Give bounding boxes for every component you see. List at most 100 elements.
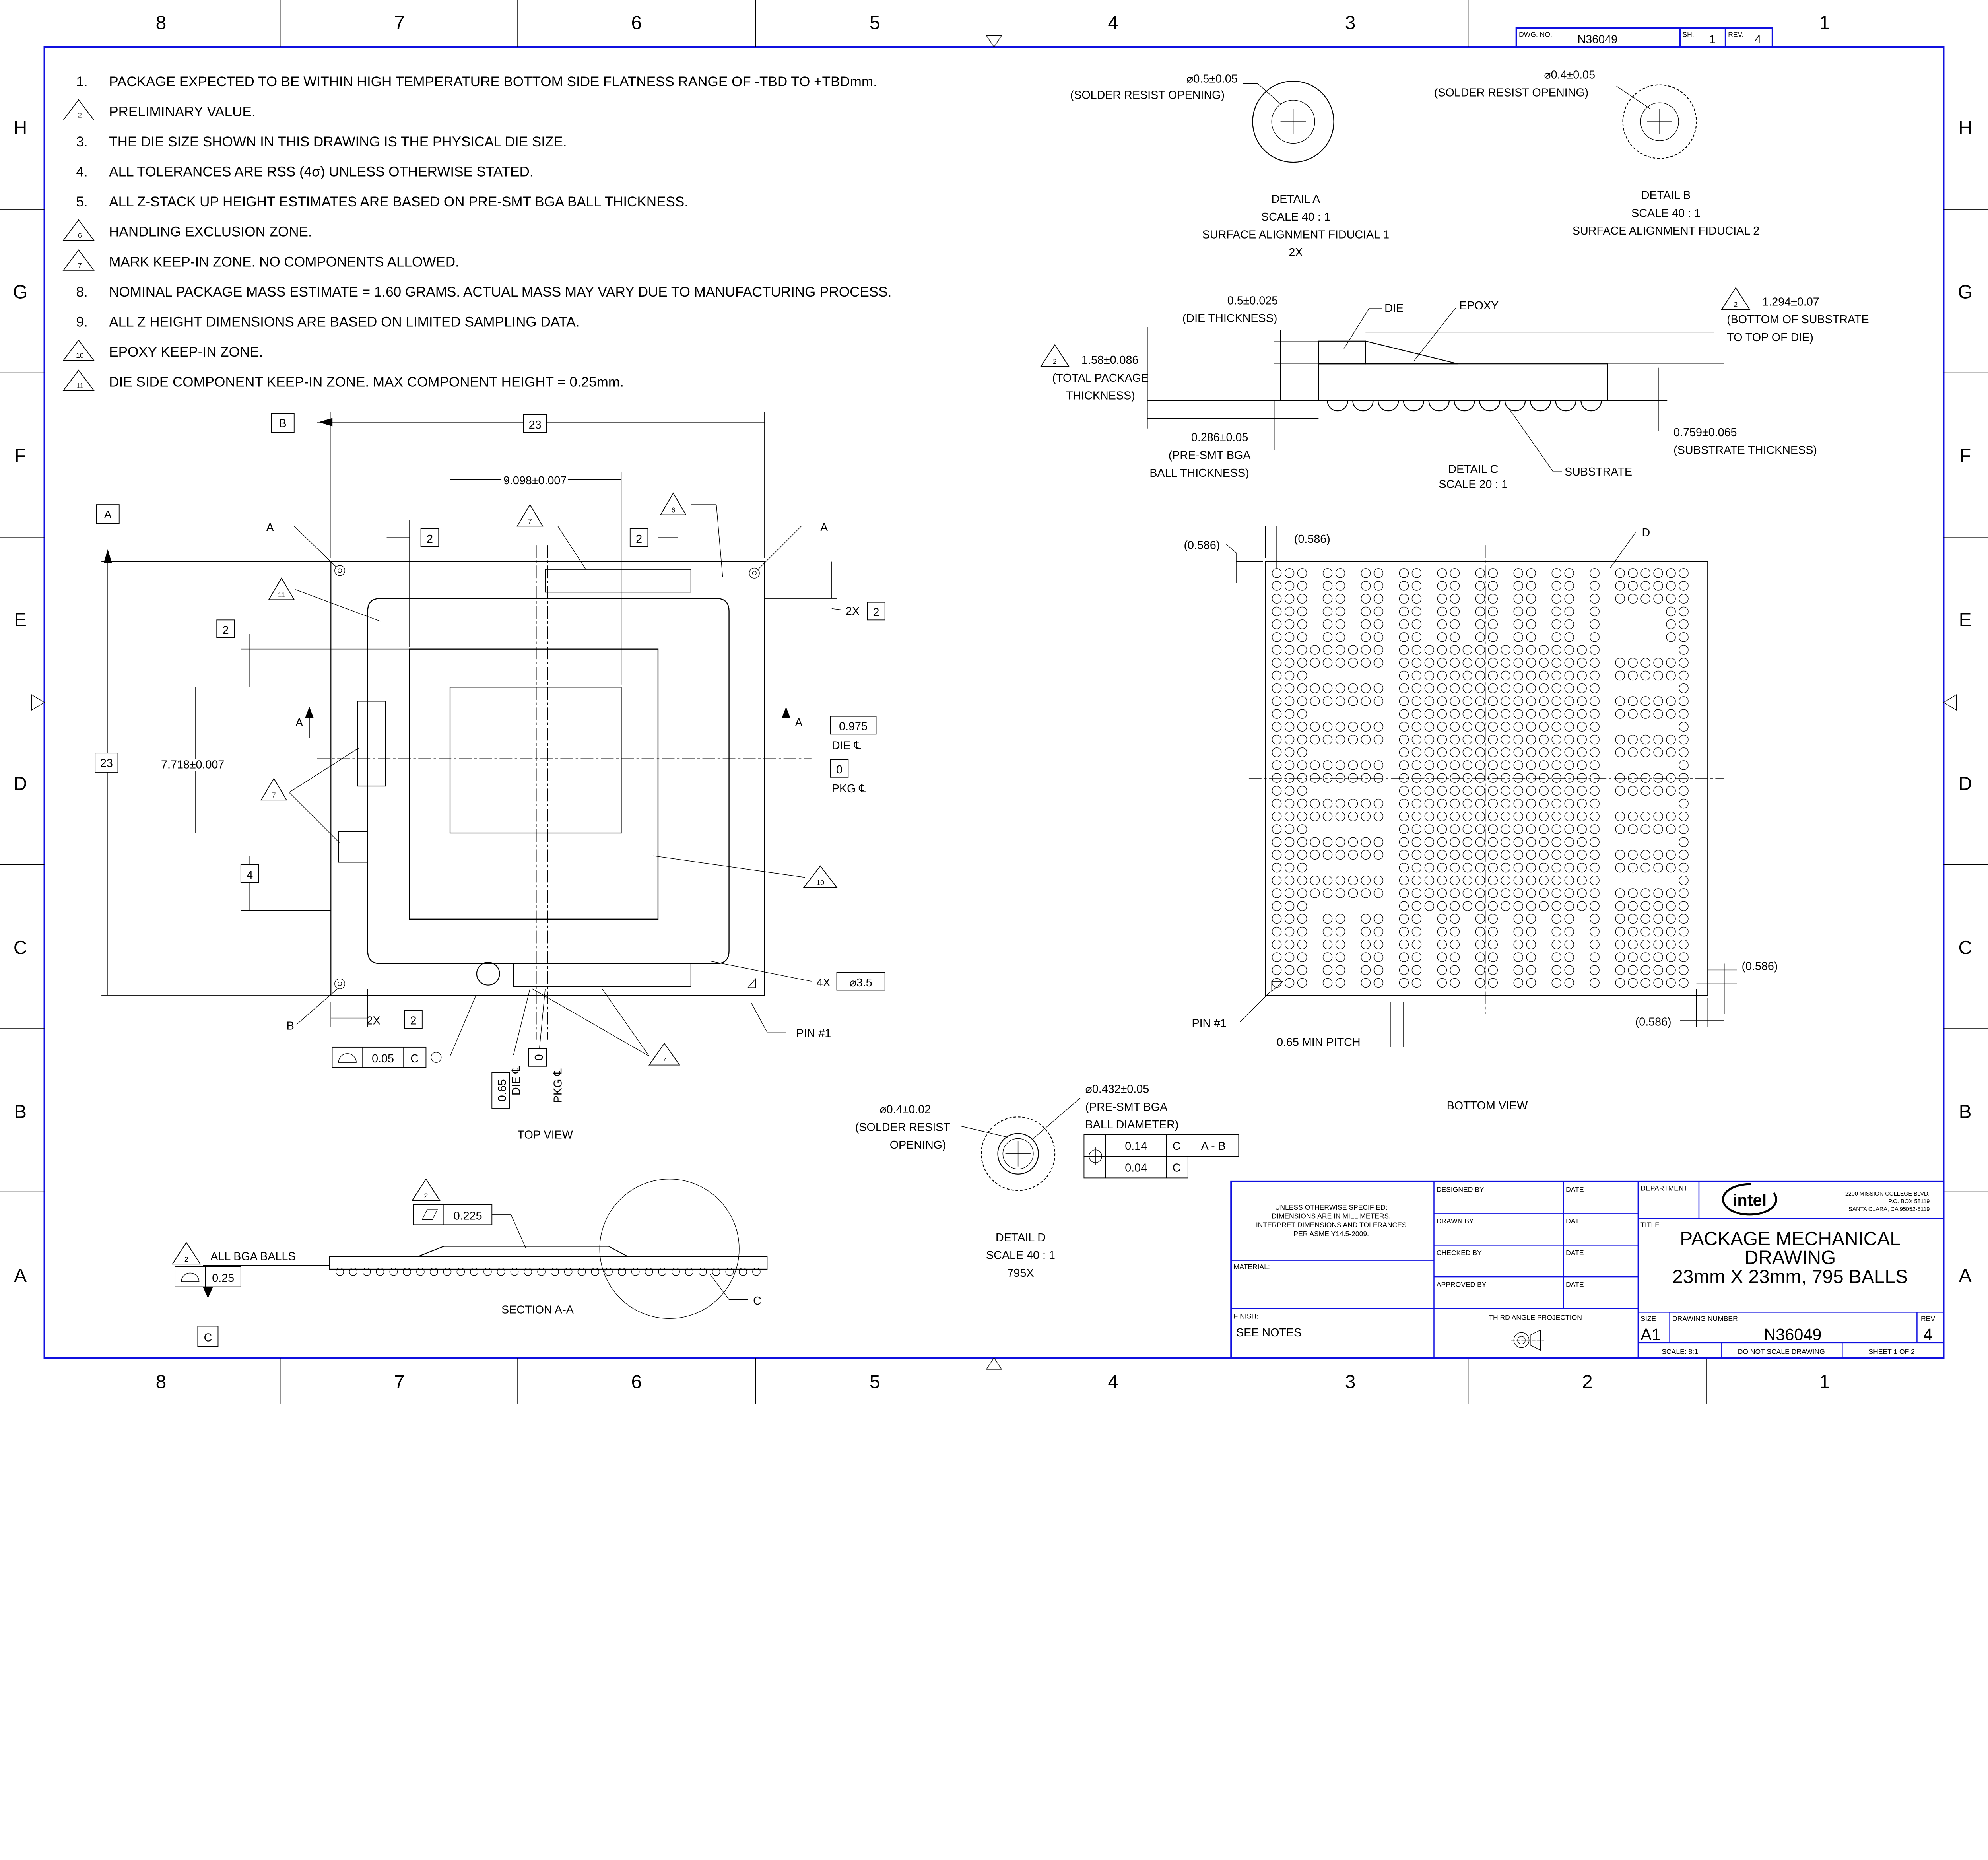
bga-ball [1399, 798, 1409, 809]
bga-ball [1513, 594, 1523, 604]
bga-ball [1297, 914, 1307, 924]
bga-ball [1437, 619, 1447, 629]
bga-ball [1373, 978, 1384, 988]
bga-ball [1284, 965, 1295, 975]
bga-ball [1640, 914, 1650, 924]
bga-ball [1628, 581, 1638, 591]
ball-thickness: 0.286±0.05 [1191, 431, 1248, 444]
bga-ball [1450, 645, 1460, 655]
bga-ball [1335, 606, 1345, 617]
bga-ball [1475, 632, 1485, 642]
bga-ball [1411, 940, 1422, 949]
bga-ball [1577, 683, 1587, 693]
section-ball [376, 1268, 384, 1276]
bga-ball [1640, 709, 1650, 719]
bga-ball [1501, 645, 1510, 655]
bga-ball [1450, 747, 1460, 757]
bga-ball [1590, 594, 1600, 604]
bga-ball [1361, 734, 1371, 745]
bga-ball [1577, 862, 1587, 873]
note-text: ALL Z HEIGHT DIMENSIONS ARE BASED ON LIM… [109, 314, 579, 330]
section-ball [349, 1268, 357, 1276]
bga-ball [1640, 952, 1650, 962]
bga-ball [1590, 888, 1600, 898]
bga-ball [1513, 952, 1523, 962]
bga-ball [1272, 734, 1282, 745]
bga-ball [1577, 722, 1587, 732]
checked-by-label: CHECKED BY [1437, 1249, 1482, 1257]
section-ball [551, 1268, 559, 1276]
bga-ball [1488, 888, 1498, 898]
bga-ball [1411, 683, 1422, 693]
die-centerline-v: DIE ℄ [510, 1066, 522, 1095]
bga-ball [1450, 619, 1460, 629]
drawing-number-label: DRAWING NUMBER [1672, 1315, 1738, 1323]
bga-ball [1437, 824, 1447, 834]
note-item: 9.ALL Z HEIGHT DIMENSIONS ARE BASED ON L… [76, 314, 579, 330]
bga-ball [1462, 876, 1473, 885]
date-label-2: DATE [1566, 1217, 1584, 1225]
bga-ball [1615, 786, 1625, 796]
zone-col-6: 6 [631, 12, 642, 33]
bga-ball [1272, 722, 1282, 732]
bga-ball [1501, 760, 1510, 770]
bga-ball [1564, 594, 1574, 604]
total-thickness-note-1: (TOTAL PACKAGE [1052, 372, 1149, 384]
bga-ball [1399, 722, 1409, 732]
bga-ball [1361, 926, 1371, 937]
bga-ball [1488, 952, 1498, 962]
bga-ball [1373, 683, 1384, 693]
bga-ball [1335, 581, 1345, 591]
note-text: PRELIMINARY VALUE. [109, 104, 255, 119]
bga-ball [1462, 645, 1473, 655]
bga-ball [1284, 606, 1295, 617]
bga-ball [1284, 696, 1295, 706]
fcf2-value: 0.04 [1125, 1161, 1147, 1174]
bga-ball [1373, 812, 1384, 821]
section-ball [362, 1268, 371, 1276]
bga-ball [1551, 926, 1561, 937]
flatness-frame: 0.05 C [332, 1046, 442, 1068]
bga-ball [1539, 773, 1549, 783]
bga-ball [1513, 862, 1523, 873]
bga-ball [1679, 645, 1689, 655]
bga-ball [1361, 645, 1371, 655]
bga-ball [1615, 773, 1625, 783]
bga-ball [1475, 901, 1485, 911]
bga-ball [1450, 606, 1460, 617]
section-ball [537, 1268, 546, 1276]
intel-logo: intel [1722, 1183, 1778, 1216]
bga-ball [1513, 798, 1523, 809]
zone-col-2-bottom: 2 [1582, 1372, 1593, 1393]
bga-ball [1666, 581, 1676, 591]
bga-ball [1411, 824, 1422, 834]
bga-ball [1437, 658, 1447, 668]
bga-ball [1615, 581, 1625, 591]
bga-ball [1272, 940, 1282, 949]
drawing-number: N36049 [1764, 1325, 1821, 1344]
bga-ball [1361, 606, 1371, 617]
bga-ball [1628, 568, 1638, 578]
bga-ball [1272, 709, 1282, 719]
bga-ball [1488, 709, 1498, 719]
bga-ball [1513, 914, 1523, 924]
bga-ball [1399, 645, 1409, 655]
detail-d-sro-note-2: OPENING) [890, 1139, 946, 1151]
bga-ball [1488, 978, 1498, 988]
bga-ball [1335, 645, 1345, 655]
bga-ball [1577, 798, 1587, 809]
bga-ball [1488, 658, 1498, 668]
detail-b-desc: SURFACE ALIGNMENT FIDUCIAL 2 [1573, 225, 1759, 237]
bga-ball [1284, 926, 1295, 937]
bga-ball [1462, 773, 1473, 783]
bga-ball [1475, 862, 1485, 873]
bga-ball [1335, 683, 1345, 693]
bga-ball [1564, 568, 1574, 578]
bga-ball [1488, 696, 1498, 706]
bga-ball [1437, 812, 1447, 821]
bga-ball [1551, 901, 1561, 911]
bga-ball [1310, 850, 1320, 860]
bga-ball [1272, 952, 1282, 962]
bga-ball [1424, 812, 1435, 821]
